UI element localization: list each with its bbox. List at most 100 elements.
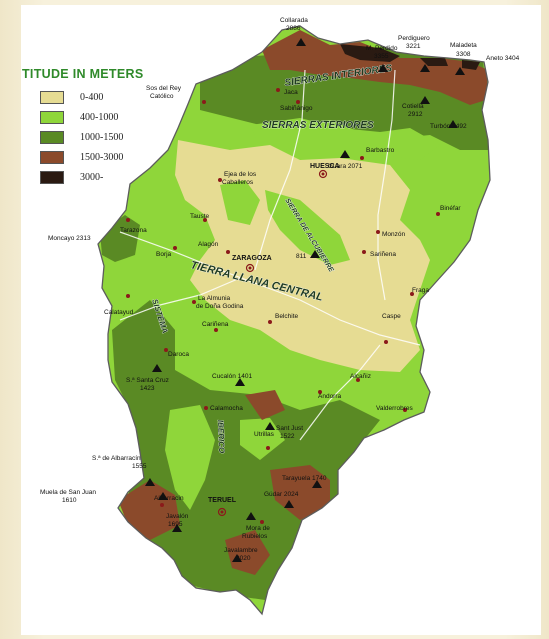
river-gallego [254,69,306,271]
relief-iberico-light [165,405,285,510]
town-marker [296,100,300,104]
town-almunia: La Almunia [198,295,231,302]
peak-perdiguero-height: 3221 [406,43,421,50]
peak-marker [265,422,275,430]
peak-marker [246,512,256,520]
town-alagon: Alagón [198,241,219,248]
town-utrillas: Utrillas [254,431,275,438]
peak-collarada-height: 2886 [286,25,301,32]
town-marker [126,294,130,298]
town-carinena: Cariñena [202,321,229,328]
peak-marker [312,480,322,488]
town-calamocha: Calamocha [210,405,243,412]
peak-marker [420,64,430,72]
peak-cucalon: Cucalón 1401 [212,373,252,380]
town-calatayud: Calatayud [104,309,134,316]
peak-javalambre-height: 2020 [236,555,251,562]
peak-tarayuela: Tarayuela 1740 [282,475,327,482]
town-marker [321,172,325,176]
town-marker [318,390,322,394]
town-zaragoza: ZARAGOZA [232,255,272,262]
town-marker [214,328,218,332]
town-sos: Sos del Rey [146,85,182,92]
town-marker [360,156,364,160]
peak-gudar: Gúdar 2024 [264,491,299,498]
peak-javalambre: Javalambre [224,547,258,554]
peak-javalon-height: 1695 [168,521,183,528]
town-tarazona: Tarazona [120,227,147,234]
peak-javalon: Javalón [166,513,189,520]
peak-maladeta-height: 3308 [456,51,471,58]
legend-label: 3000- [80,171,104,183]
town-alcaniz: Alcañiz [350,373,371,380]
peak-marker [235,378,245,386]
peak-muela-san-juan: Muela de San Juan [40,489,96,496]
town-marker [318,169,328,179]
town-caspe: Caspe [382,313,401,320]
legend: 0-400 400-1000 1000-1500 1500-3000 3000- [40,87,123,187]
town-labels: Sos del Rey Católico Jaca Sabiñánigo HUE… [104,85,461,540]
town-marker [218,178,222,182]
town-marker [384,340,388,344]
peak-811: 811 [296,253,307,260]
town-huesca: HUESCA [310,163,340,170]
legend-label: 0-400 [80,91,104,103]
town-teruel: TERUEL [208,497,237,504]
region-sierras-exteriores: SIERRAS EXTERIORES [262,120,374,131]
legend-row: 400-1000 [40,107,123,127]
town-marker [203,218,207,222]
town-daroca: Daroca [168,351,189,358]
legend-swatch-1500-3000 [40,150,64,164]
town-albarracin: Albarracín [154,495,184,502]
peak-marker [378,64,388,72]
peak-albarracin: S.ª de Albarracín [92,455,141,462]
town-almunia-2: de Doña Godina [196,303,244,310]
relief-iberico-high-2 [270,465,330,520]
legend-title: TITUDE IN METERS [22,67,144,81]
peak-marker [340,150,350,158]
relief-moncayo [100,215,140,262]
peak-maladeta: Maladeta [450,42,477,49]
peak-marker [158,492,168,500]
town-marker [173,246,177,250]
town-marker [410,292,414,296]
town-jaca: Jaca [284,89,298,96]
peak-santa-cruz-height: 1423 [140,385,155,392]
peak-marker [310,250,320,258]
town-marker [268,320,272,324]
town-marker [248,266,252,270]
town-fraga: Fraga [412,287,429,294]
legend-swatch-3000 [40,170,64,184]
peak-san-just: Sant Just [276,425,303,432]
peak-marker [152,364,162,372]
town-barbastro: Barbastro [366,147,395,154]
legend-row: 0-400 [40,87,123,107]
peak-cotiella: Cotiella [402,103,424,110]
peak-cotiella-height: 2912 [408,111,423,118]
peak-marker [296,38,306,46]
town-marker [226,250,230,254]
town-marker [217,507,227,517]
relief-plain-green-2 [220,180,260,225]
peak-moncayo: Moncayo 2313 [48,235,91,242]
river-jalon [119,277,241,321]
town-sarinena: Sariñena [370,251,396,258]
town-marker [160,503,164,507]
town-sabinanigo: Sabiñánigo [280,105,313,112]
peak-markers [145,38,465,562]
town-marker [220,510,224,514]
relief-alcubierre [265,190,350,265]
town-tauste: Tauste [190,213,210,220]
town-marker [126,218,130,222]
relief-pyrenees-light [250,118,440,160]
town-marker [202,100,206,104]
legend-row: 3000- [40,167,123,187]
peak-marker [420,96,430,104]
relief-iberico-high-4 [245,390,285,420]
town-marker [245,263,255,273]
town-binefar: Binéfar [440,205,461,212]
legend-swatch-400-1000 [40,110,64,124]
town-marker [192,300,196,304]
town-marker [436,212,440,216]
town-mora-2: Rubielos [242,533,268,540]
